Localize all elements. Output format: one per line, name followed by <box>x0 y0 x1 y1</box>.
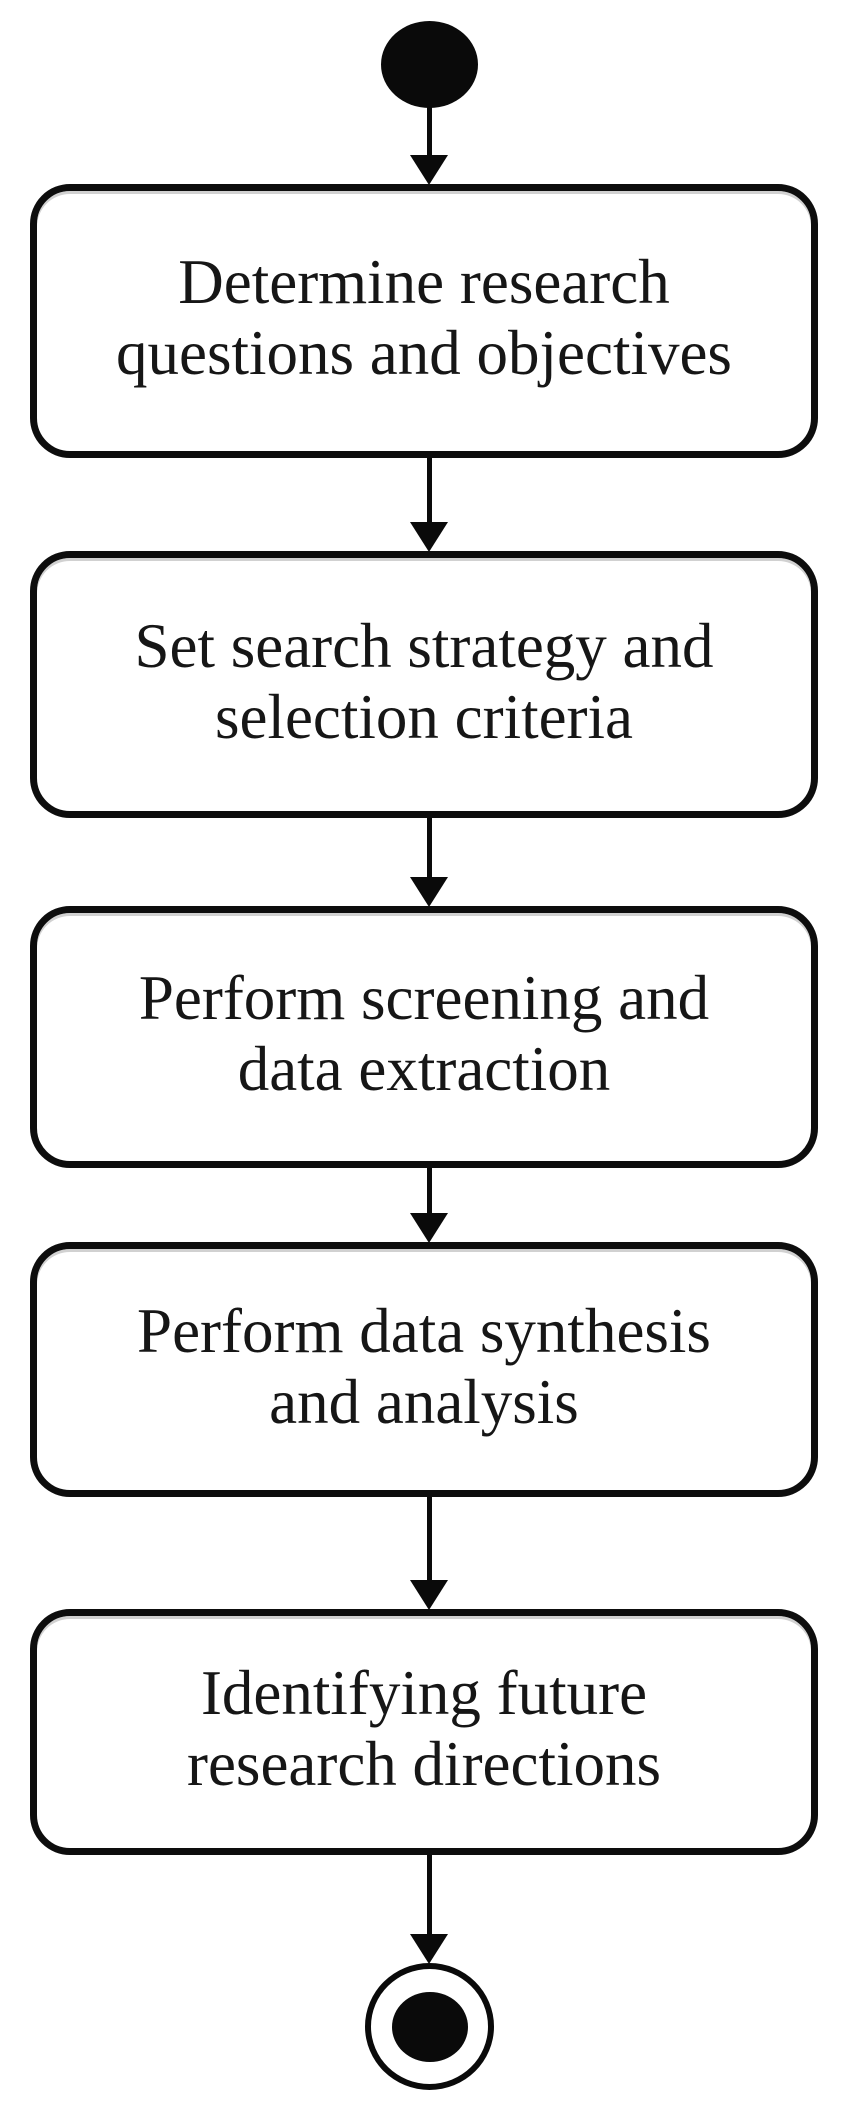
flow-arrow-down-icon <box>410 104 448 185</box>
arrow-head-icon <box>410 155 448 185</box>
arrow-stem <box>427 104 432 159</box>
arrow-head-icon <box>410 1580 448 1610</box>
arrow-stem <box>427 1168 432 1217</box>
end-node-inner-dot <box>391 1991 468 2062</box>
arrow-head-icon <box>410 1934 448 1964</box>
step-label: Identifying future research directions <box>186 1658 661 1799</box>
flow-arrow-down-icon <box>410 1168 448 1243</box>
step-label: Determine research questions and objecti… <box>116 247 732 388</box>
arrow-head-icon <box>410 1213 448 1243</box>
flow-arrow-down-icon <box>410 458 448 552</box>
step-box-determine-research: Determine research questions and objecti… <box>30 184 818 458</box>
step-label: Perform screening and data extraction <box>138 963 710 1104</box>
end-node-icon <box>365 1963 494 2090</box>
flow-arrow-down-icon <box>410 1855 448 1964</box>
step-box-search-strategy: Set search strategy and selection criter… <box>30 551 818 818</box>
arrow-stem <box>427 1855 432 1938</box>
flow-arrow-down-icon <box>410 1497 448 1610</box>
step-box-synthesis-analysis: Perform data synthesis and analysis <box>30 1242 818 1497</box>
arrow-head-icon <box>410 877 448 907</box>
step-box-screening-extraction: Perform screening and data extraction <box>30 906 818 1168</box>
arrow-stem <box>427 1497 432 1584</box>
start-node-icon <box>381 21 478 108</box>
flow-arrow-down-icon <box>410 818 448 907</box>
step-box-future-directions: Identifying future research directions <box>30 1609 818 1855</box>
step-label: Set search strategy and selection criter… <box>134 610 714 752</box>
arrow-stem <box>427 818 432 881</box>
step-label: Perform data synthesis and analysis <box>137 1295 711 1437</box>
arrow-stem <box>427 458 432 526</box>
arrow-head-icon <box>410 522 448 552</box>
